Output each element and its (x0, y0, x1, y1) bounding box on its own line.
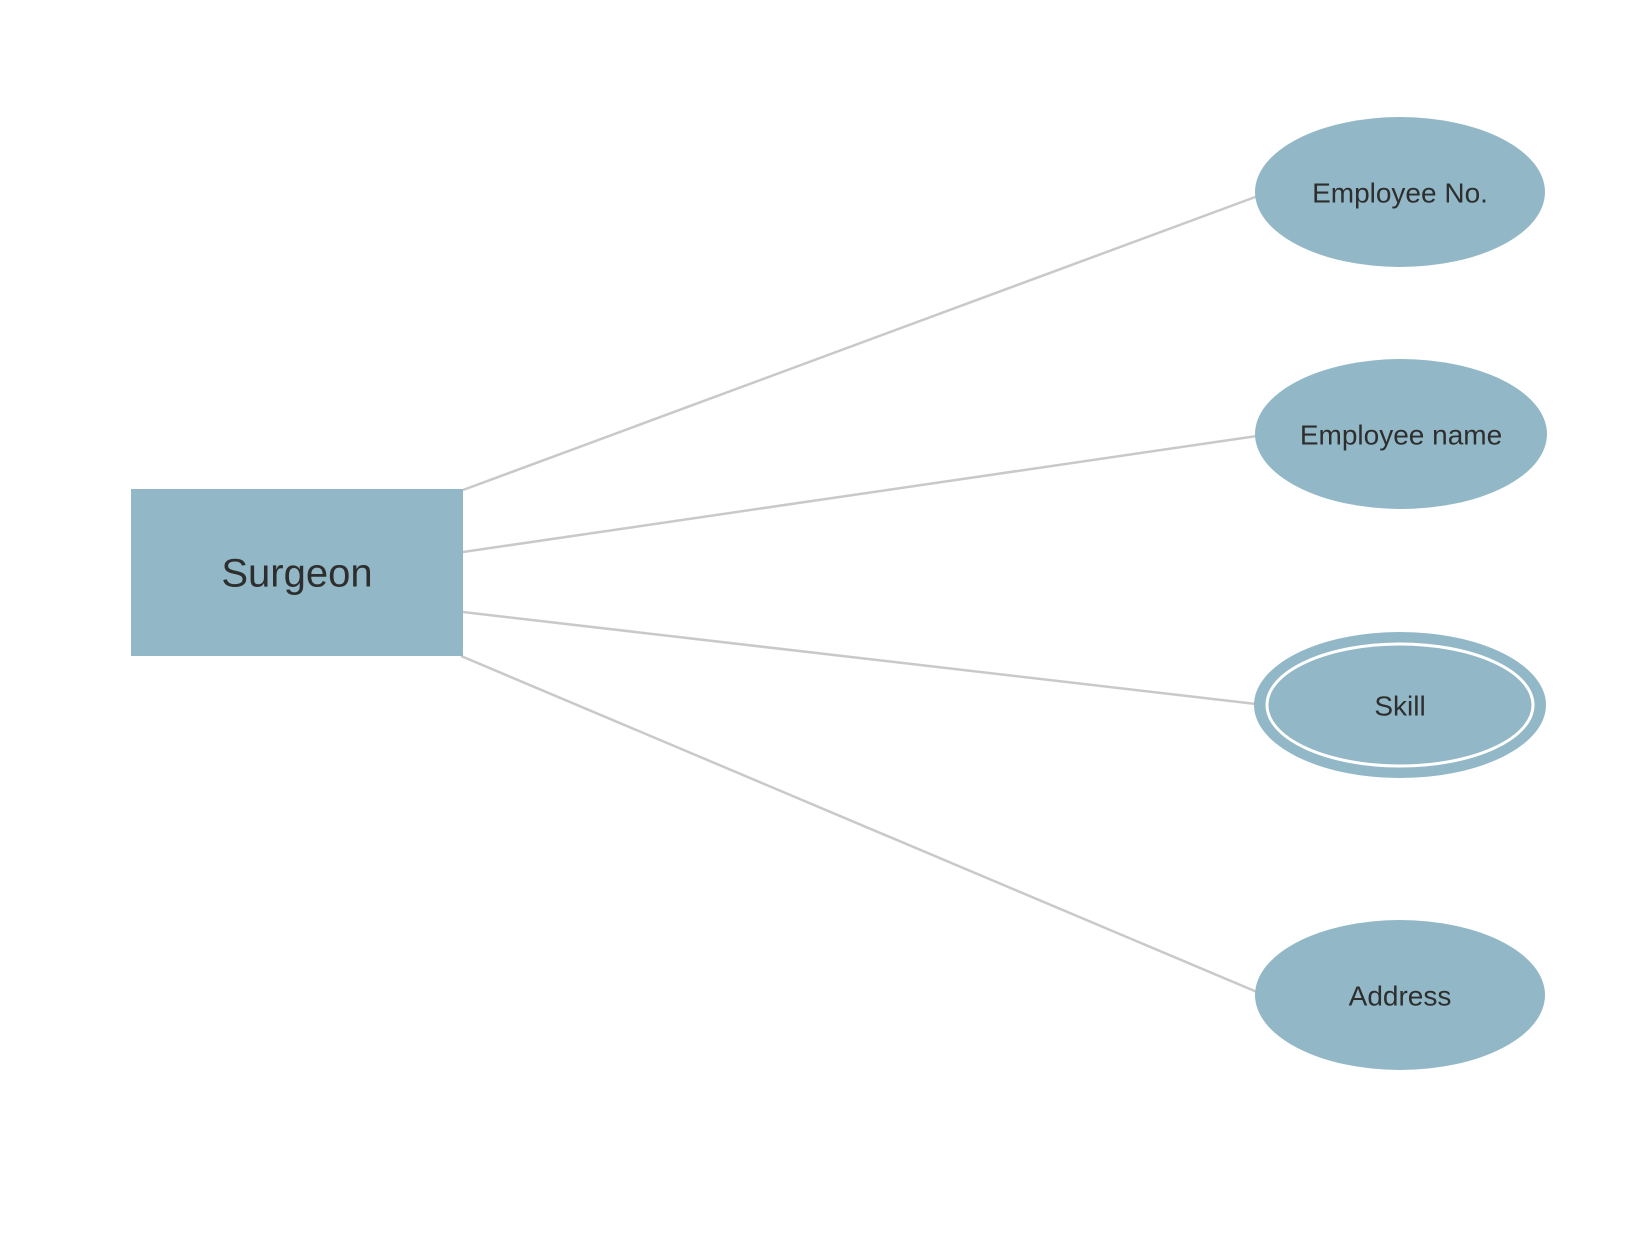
entity-rectangle[interactable] (131, 489, 463, 656)
attribute-ellipse[interactable] (1255, 117, 1545, 267)
attribute-ellipse[interactable] (1255, 359, 1547, 509)
attribute-ellipse[interactable] (1254, 632, 1546, 778)
attribute-ellipse[interactable] (1255, 920, 1545, 1070)
connector-surgeon-address (460, 654, 1258, 994)
attribute-label: Skill (1374, 690, 1425, 721)
entity-label: Surgeon (221, 552, 372, 596)
connector-surgeon-employee-name (462, 434, 1258, 554)
attribute-label: Employee name (1300, 419, 1502, 450)
attribute-employee-no[interactable]: Employee No. (1255, 117, 1545, 267)
connector-group (460, 194, 1259, 994)
attribute-label: Address (1349, 980, 1452, 1011)
attribute-label: Employee No. (1312, 177, 1488, 208)
connector-surgeon-skill (462, 610, 1257, 706)
entity-surgeon[interactable]: Surgeon (131, 489, 463, 656)
attribute-inner-ring (1265, 642, 1535, 768)
connector-surgeon-employee-no (462, 194, 1259, 492)
attribute-skill[interactable]: Skill (1254, 632, 1546, 778)
attribute-address[interactable]: Address (1255, 920, 1545, 1070)
attribute-employee-name[interactable]: Employee name (1255, 359, 1547, 509)
